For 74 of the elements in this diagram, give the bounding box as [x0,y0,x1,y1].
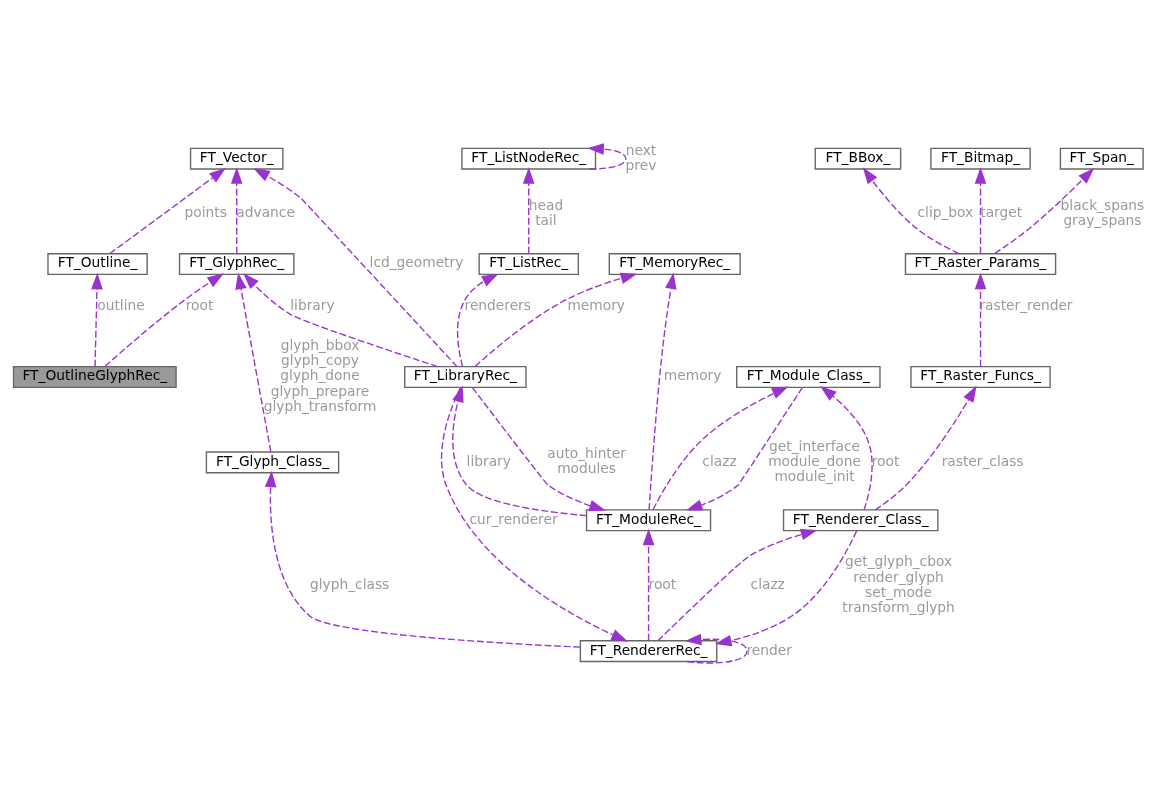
arrow [235,272,272,453]
edge-label: root [871,452,900,469]
node-box: FT_Raster_Params_ [904,253,1057,276]
node-box: FT_OutlineGlyphRec_ [12,365,177,388]
edge-label: glyph_class [310,576,390,593]
node-box: FT_Span_ [1059,147,1144,170]
arrow [648,272,677,511]
arrow [685,386,804,511]
edge-label: get_interface module_done module_init [768,437,861,484]
arrow [974,167,987,255]
arrow [684,633,748,664]
edge-label: root [648,576,677,593]
arrow [230,167,243,255]
edge-label: memory [663,367,722,384]
edge-label: renderers [464,297,531,314]
edge-label: target [980,204,1023,221]
node-box: FT_Outline_ [47,253,148,276]
arrow [264,470,581,648]
arrow [715,530,858,647]
arrow [862,167,960,255]
arrow [657,528,818,642]
edge-label: outline [97,297,145,314]
edge-label: library [466,452,511,469]
edge-label: auto_hinter modules [547,445,626,477]
arrow [253,168,458,368]
node-box: FT_Glyph_Class_ [205,451,340,474]
edge-label: black_spans gray_spans [1060,196,1145,228]
node-box: FT_ListRec_ [478,253,579,276]
arrow [642,528,655,642]
arrow [91,272,103,368]
arrow [243,273,439,368]
edge-label: cur_renderer [469,510,558,527]
edge-label: raster_render [979,297,1073,314]
node-box: FT_Raster_Funcs_ [910,365,1051,388]
arrow [874,385,977,511]
arrow [974,272,987,368]
edge-label: clazz [702,452,737,469]
edge-label: render [746,641,792,658]
node-box: FT_Vector_ [189,147,284,170]
arrow [994,167,1095,255]
node-box: FT_ListNodeRec_ [461,147,597,170]
node-box: FT_LibraryRec_ [404,365,527,388]
edge-label: advance [236,204,295,221]
edge-label: memory [567,297,625,314]
edge-label: library [290,297,335,314]
edge-label: get_glyph_cbox render_glyph set_mode transform_glyph [842,553,955,615]
edge-label: next prev [625,141,657,173]
arrow [587,143,627,170]
edge-label: raster_class [941,452,1024,469]
arrow [104,273,224,367]
arrow [652,386,789,511]
arrow [522,167,535,255]
edge-label: points [184,204,227,221]
node-box: FT_MemoryRec_ [608,253,741,276]
node-box: FT_Module_Class_ [736,365,881,388]
arrow [456,273,499,368]
edge-label: head tail [528,196,564,228]
node-box: FT_Renderer_Class_ [782,509,939,532]
arrow [452,385,588,517]
arrow [474,272,638,367]
node-box: FT_Bitmap_ [930,147,1031,170]
arrow [109,168,226,255]
arrow [440,386,628,642]
node-box: FT_ModuleRec_ [585,509,712,532]
arrow [471,387,606,512]
node-box: FT_RendererRec_ [579,640,718,663]
node-box: FT_GlyphRec_ [178,253,295,276]
arrow [820,386,873,511]
edge-label: clip_box [917,204,974,221]
edge-label: clazz [750,576,785,593]
edge-label: lcd_geometry [369,254,464,271]
node-box: FT_BBox_ [814,147,902,170]
edge-label: glyph_bbox glyph_copy glyph_done glyph_prepare glyph_transform [263,337,377,414]
edge-label: root [185,297,214,314]
